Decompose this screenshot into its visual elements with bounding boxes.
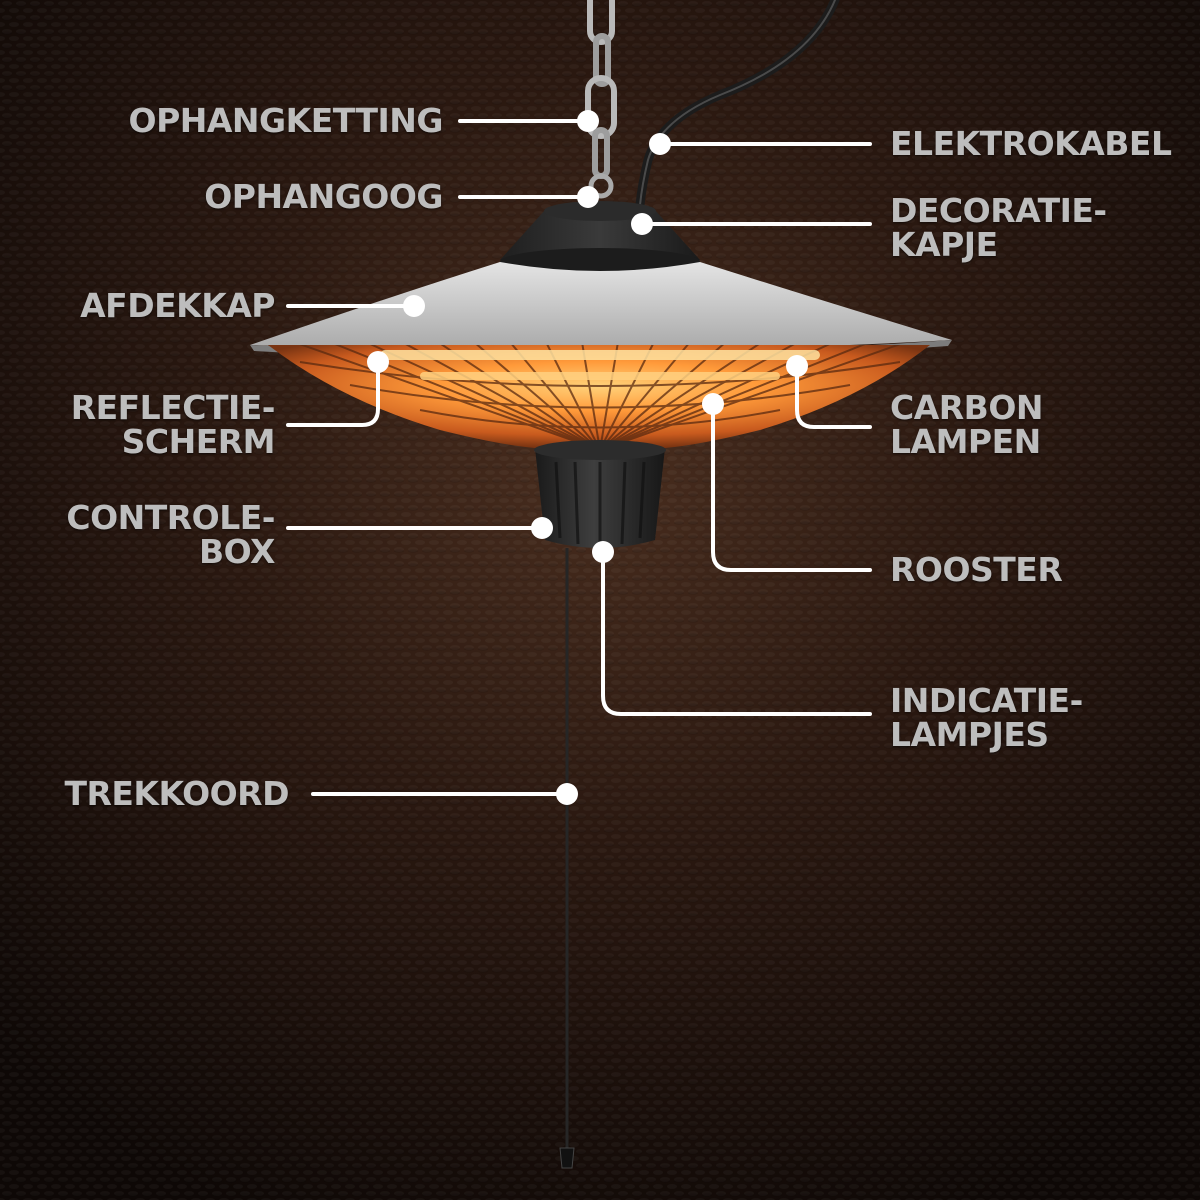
- label-line: BOX: [199, 532, 275, 571]
- callout-dot-rooster: [702, 393, 724, 415]
- callout-line-reflectiescherm: [286, 360, 380, 427]
- label-line: CONTROLE-: [66, 498, 275, 537]
- callout-dot-reflectiescherm: [367, 351, 389, 373]
- pull-cord-handle: [559, 1147, 575, 1169]
- label-line: CARBON: [890, 388, 1044, 427]
- callout-dot-ophangoog: [577, 186, 599, 208]
- callout-dots: [367, 110, 808, 805]
- label-line: REFLECTIE-: [70, 388, 276, 427]
- label-line: INDICATIE-: [890, 681, 1083, 720]
- callout-dot-elektrokabel: [649, 133, 671, 155]
- label-trekkoord: TREKKOORD: [64, 777, 289, 811]
- label-line: LAMPJES: [890, 715, 1049, 754]
- callout-dot-decoratiekapje: [631, 213, 653, 235]
- callout-line-indicatielampjes: [601, 550, 872, 716]
- callout-dot-ophangketting: [577, 110, 599, 132]
- label-ophangketting: OPHANGKETTING: [128, 101, 444, 140]
- label-line: AFDEKKAP: [80, 286, 275, 325]
- callout-line-carbonlampen: [795, 364, 872, 429]
- callout-dot-carbonlampen: [786, 355, 808, 377]
- label-rooster: ROOSTER: [890, 550, 1063, 589]
- label-afdekkap: AFDEKKAP: [80, 289, 275, 323]
- callout-lines: [286, 119, 872, 796]
- label-line: OPHANGOOG: [204, 177, 443, 216]
- label-line: SCHERM: [121, 422, 276, 461]
- label-line: DECORATIE-: [890, 191, 1107, 230]
- label-decoratiekapje: DECORATIE- KAPJE: [890, 194, 1107, 262]
- label-indicatielampjes: INDICATIE- LAMPJES: [890, 684, 1083, 752]
- label-line: ROOSTER: [890, 550, 1063, 589]
- label-line: OPHANGKETTING: [128, 101, 444, 140]
- callout-line-rooster: [711, 402, 872, 572]
- label-ophangoog: OPHANGOOG: [204, 180, 443, 214]
- suspension-eye: [588, 173, 614, 199]
- cover-shade: [250, 262, 952, 352]
- callout-dot-indicatielampjes: [592, 541, 614, 563]
- label-controlebox: CONTROLE- BOX: [66, 501, 275, 569]
- label-elektrokabel: ELEKTROKABEL: [890, 127, 1172, 161]
- reflector-glow: [268, 345, 930, 448]
- label-line: ELEKTROKABEL: [890, 124, 1172, 163]
- callout-dot-afdekkap: [403, 295, 425, 317]
- label-line: TREKKOORD: [64, 774, 289, 813]
- label-line: KAPJE: [890, 225, 998, 264]
- label-carbonlampen: CARBON LAMPEN: [890, 388, 1044, 461]
- label-line: LAMPEN: [890, 422, 1041, 461]
- callout-dot-trekkoord: [556, 783, 578, 805]
- callout-dot-controlebox: [531, 517, 553, 539]
- carbon-lamps: [380, 350, 820, 380]
- label-reflectiescherm: REFLECTIE- SCHERM: [70, 388, 276, 461]
